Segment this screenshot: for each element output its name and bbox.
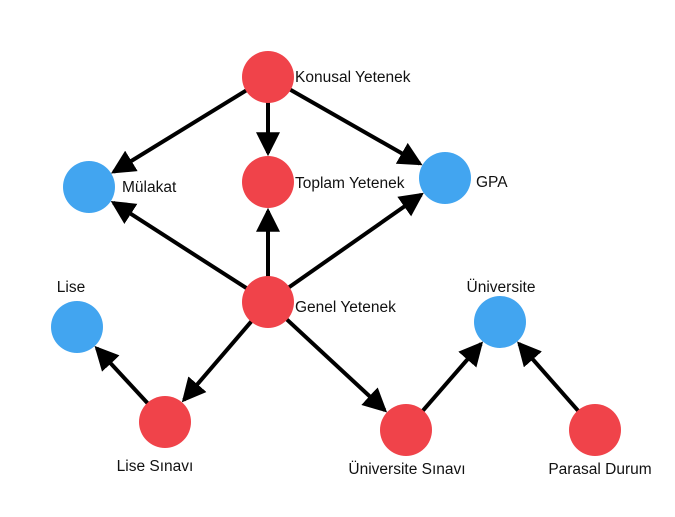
- edge-konusal-to-gpa: [286, 86, 423, 166]
- node-label-gpa: GPA: [476, 174, 508, 191]
- edge-parasal-to-universite: [517, 341, 582, 415]
- node-label-lise: Lise: [57, 279, 85, 296]
- node-label-lise_sinavi: Lise Sınavı: [117, 458, 194, 475]
- node-label-universite_sinavi: Üniversite Sınavı: [348, 460, 465, 478]
- node-parasal: [569, 404, 621, 456]
- edge-lise_sinavi-to-lise: [94, 345, 152, 408]
- node-lise: [51, 301, 103, 353]
- edge-konusal-to-mulakat: [110, 86, 251, 174]
- edge-universite_sinavi-to-universite: [418, 341, 484, 415]
- node-label-toplam: Toplam Yetenek: [295, 175, 405, 192]
- edge-genel-to-universite_sinavi: [282, 315, 388, 413]
- node-mulakat: [63, 161, 115, 213]
- node-lise_sinavi: [139, 396, 191, 448]
- node-label-konusal: Konusal Yetenek: [295, 69, 411, 86]
- nodes-layer: [51, 51, 621, 456]
- node-label-mulakat: Mülakat: [122, 179, 177, 196]
- node-gpa: [419, 152, 471, 204]
- node-genel: [242, 276, 294, 328]
- node-label-universite: Üniversite: [467, 278, 536, 296]
- edge-genel-to-gpa: [284, 192, 424, 292]
- node-label-parasal: Parasal Durum: [548, 461, 651, 478]
- edge-genel-to-mulakat: [110, 200, 251, 292]
- node-universite_sinavi: [380, 404, 432, 456]
- node-konusal: [242, 51, 294, 103]
- node-universite: [474, 296, 526, 348]
- node-toplam: [242, 156, 294, 208]
- edges-layer: [94, 86, 582, 415]
- node-label-genel: Genel Yetenek: [295, 299, 396, 316]
- edge-genel-to-lise_sinavi: [181, 317, 256, 403]
